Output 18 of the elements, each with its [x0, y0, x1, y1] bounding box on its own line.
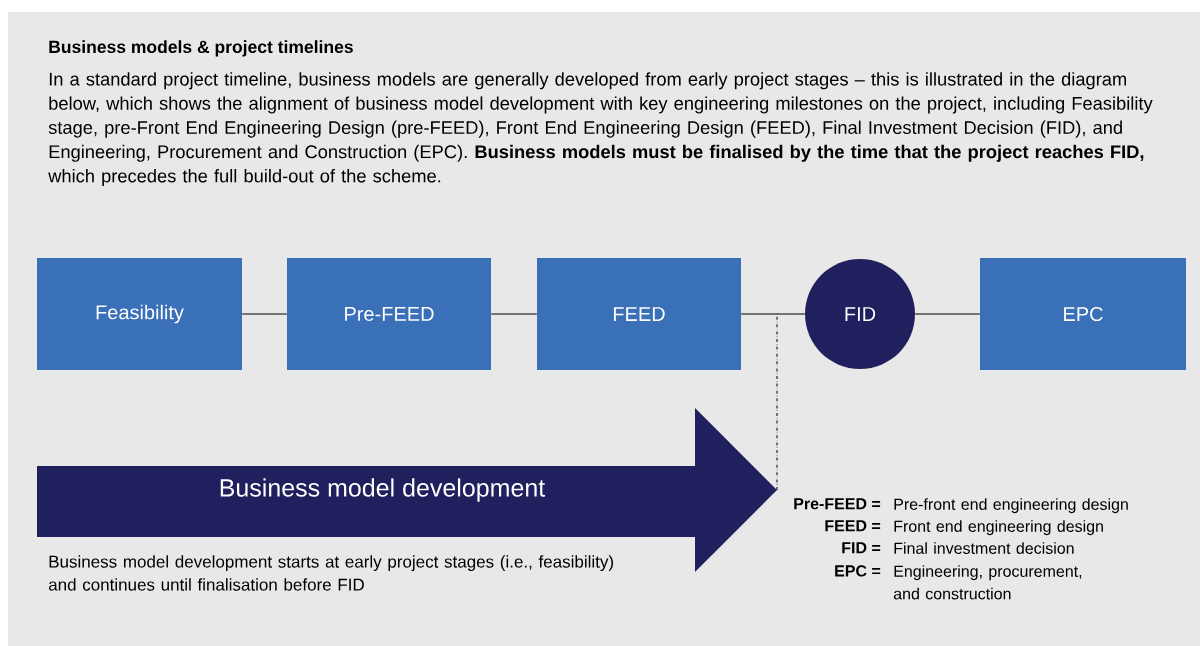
definition: Front end engineering design: [894, 520, 1103, 536]
title: Business models & project timelines: [49, 40, 353, 57]
stage-box: EPC: [980, 258, 1186, 370]
connector-line: [740, 313, 806, 315]
definition: Final investment decision: [894, 542, 1074, 554]
connector-line: [490, 313, 538, 315]
connector-line: [241, 313, 288, 315]
stage-box: Feasibility: [37, 258, 242, 370]
abbreviation: FEED =: [825, 520, 881, 532]
connector-line: [914, 313, 981, 315]
abbreviation: Pre-FEED =: [794, 498, 881, 510]
intro-paragraph: In a standard project timeline, business models are generally developed from early project stages – this is illustrated in the diagram below, which shows the alignment of business model development with key engineering milestones on the project, including Feasibility stage, pre-Front End Engineering Design (pre-FEED), Front End Engineering Design (FEED), Final Investment Decision (FID), and Engineering, Procurement and Construction (EPC). Business models must be finalised by the time that the project reaches FID, which precedes the full build-out of the scheme.: [48, 72, 1153, 187]
abbreviation: EPC =: [835, 565, 881, 577]
stage-box: FEED: [537, 258, 741, 370]
definition: Pre-front end engineering design: [894, 498, 1128, 514]
abbreviation: FID =: [842, 542, 881, 554]
definition: Engineering, procurement, and construction: [893, 565, 1082, 600]
stage-box: Pre-FEED: [287, 258, 491, 370]
